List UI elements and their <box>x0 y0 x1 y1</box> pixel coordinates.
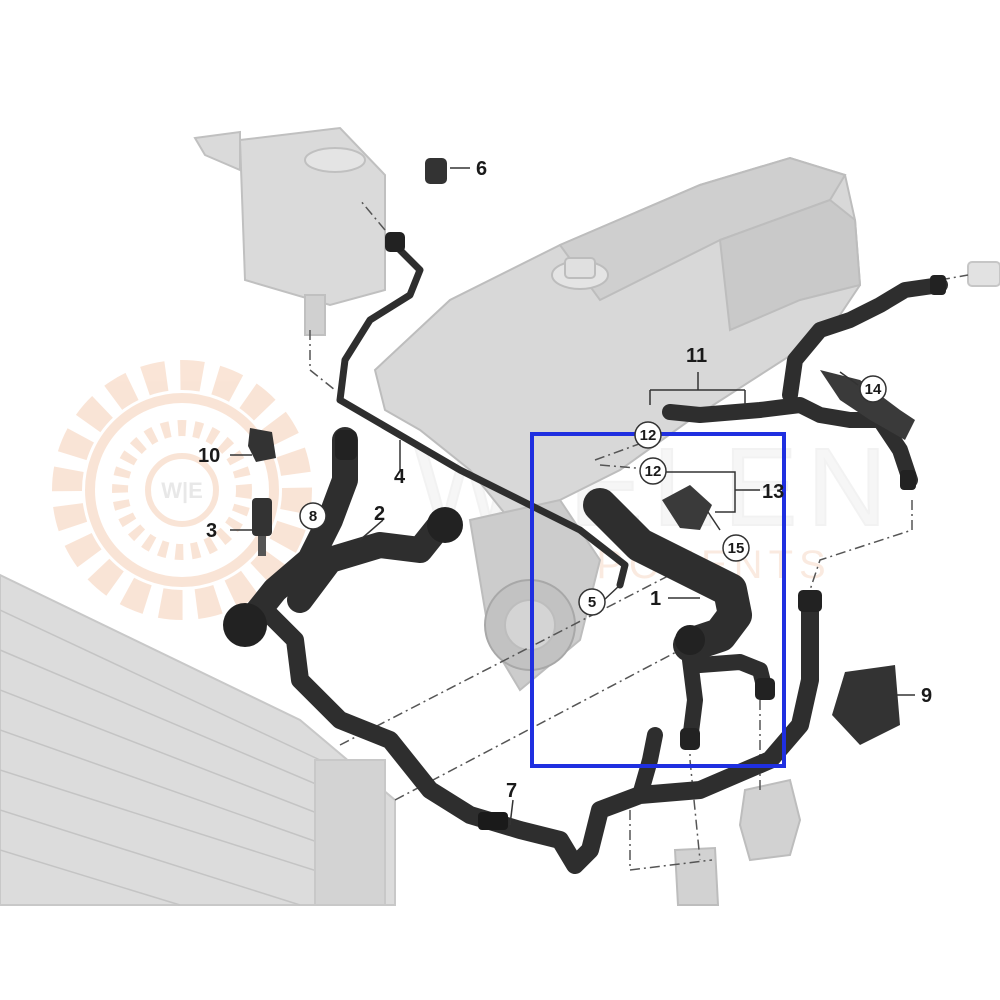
svg-text:12: 12 <box>640 427 657 444</box>
part-label-6: 6 <box>476 158 487 180</box>
part-label-9: 9 <box>921 685 932 707</box>
circled-label-12-top: 12 <box>634 421 662 449</box>
hose-7 <box>256 591 819 874</box>
part-label-2: 2 <box>374 503 385 525</box>
svg-text:14: 14 <box>865 381 882 398</box>
circled-label-8: 8 <box>299 502 327 530</box>
part-13-fitting <box>662 485 712 530</box>
water-pump-valve <box>673 778 802 906</box>
circled-label-5: 5 <box>578 588 606 616</box>
svg-text:12: 12 <box>645 463 662 480</box>
part-label-4: 4 <box>394 466 406 488</box>
watermark-badge: W|E <box>161 478 203 503</box>
part-10-clip <box>248 428 276 462</box>
right-connector <box>967 261 1000 287</box>
hose-11 <box>662 277 948 488</box>
svg-text:8: 8 <box>309 508 317 525</box>
circled-labels: 8 5 12 12 14 15 <box>299 375 887 616</box>
part-label-7: 7 <box>506 780 517 802</box>
hose-2 <box>242 427 453 628</box>
circled-label-15: 15 <box>722 534 750 562</box>
svg-text:15: 15 <box>728 540 745 557</box>
engine-block <box>373 156 862 692</box>
circled-label-14: 14 <box>859 375 887 403</box>
part-label-10: 10 <box>198 445 220 467</box>
label-leaders <box>230 167 915 826</box>
part-labels: 6 11 10 4 13 2 3 1 9 7 <box>198 158 932 802</box>
hose-4 <box>336 241 629 589</box>
expansion-tank <box>193 126 386 336</box>
part-14-bracket <box>820 370 915 440</box>
part-3-sensor <box>252 498 272 556</box>
circled-label-12-mid: 12 <box>639 457 667 485</box>
part-label-11: 11 <box>686 345 707 367</box>
dashed-leaders <box>309 199 969 871</box>
hose-1-lower <box>632 727 663 803</box>
hose-1-branch <box>682 652 773 748</box>
part-label-3: 3 <box>206 520 217 542</box>
part-label-1: 1 <box>650 588 661 610</box>
svg-text:5: 5 <box>588 594 596 611</box>
hose-connectors <box>223 232 946 830</box>
watermark-gear-icon: W|E <box>52 360 312 620</box>
part-6-cap <box>425 158 447 184</box>
part-9-bracket <box>832 665 900 745</box>
hoses <box>242 241 948 874</box>
part-label-13: 13 <box>762 481 784 503</box>
hose-1 <box>583 488 752 662</box>
radiator <box>0 573 396 906</box>
